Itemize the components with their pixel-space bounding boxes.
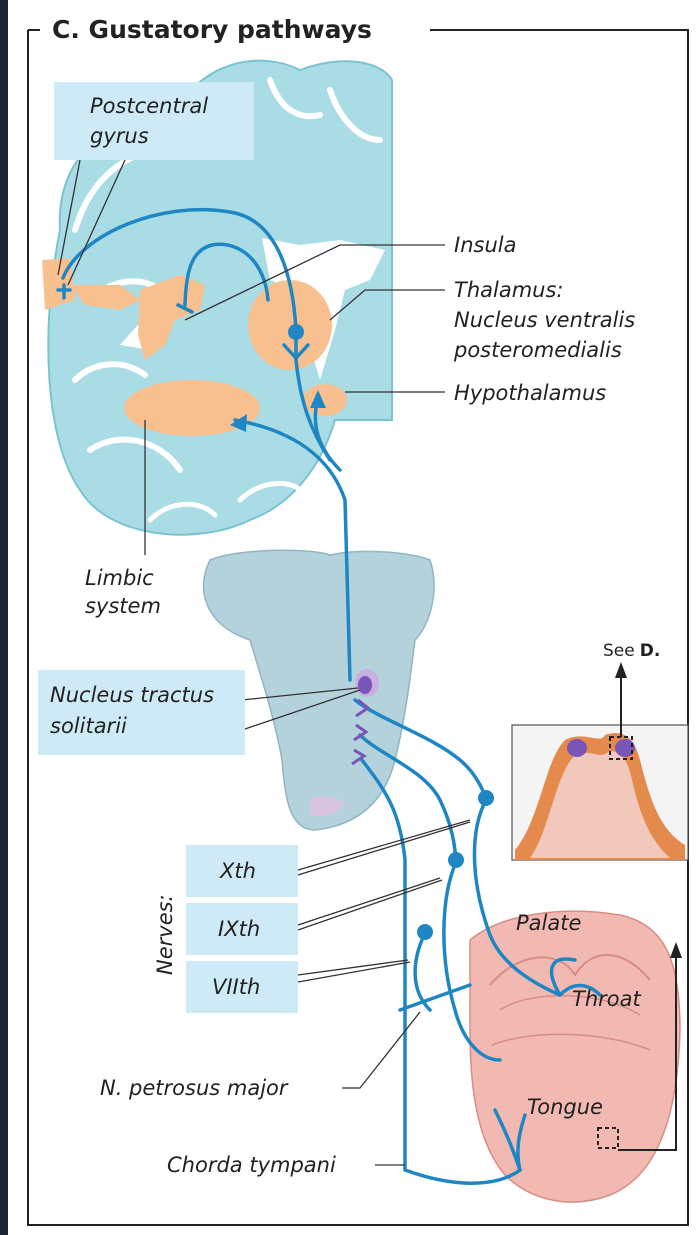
thalamus-area bbox=[248, 280, 332, 370]
insula-label: Insula bbox=[454, 233, 516, 257]
chorda-tympani-label: Chorda tympani bbox=[167, 1153, 336, 1177]
panel-title: C. Gustatory pathways bbox=[52, 15, 372, 44]
limbic-system-label-2: system bbox=[85, 594, 161, 618]
tongue-label: Tongue bbox=[527, 1095, 603, 1119]
thalamus-label-1: Thalamus: bbox=[454, 278, 564, 302]
throat-label: Throat bbox=[572, 987, 641, 1011]
postcentral-gyrus-label-1: Postcentral bbox=[90, 94, 208, 118]
nerves-label: Nerves: bbox=[153, 894, 177, 975]
nts-label-1: Nucleus tractus bbox=[50, 683, 214, 707]
hypothalamus-label: Hypothalamus bbox=[454, 381, 606, 405]
thalamus-label-2: Nucleus ventralis bbox=[454, 308, 635, 332]
limbic-system-label-1: Limbic bbox=[85, 566, 154, 590]
nts-label-2: solitarii bbox=[50, 714, 127, 738]
hypothalamus-area bbox=[303, 384, 347, 416]
palate-label: Palate bbox=[516, 911, 581, 935]
nerve-ixth-label: IXth bbox=[218, 917, 260, 941]
thalamus-label-3: posteromedialis bbox=[453, 338, 622, 362]
postcentral-gyrus-label-2: gyrus bbox=[90, 124, 149, 148]
nerve-xth-label: Xth bbox=[219, 859, 256, 883]
nerve-viith-label: VIIth bbox=[212, 975, 260, 999]
petrosus-major-label: N. petrosus major bbox=[100, 1076, 289, 1100]
